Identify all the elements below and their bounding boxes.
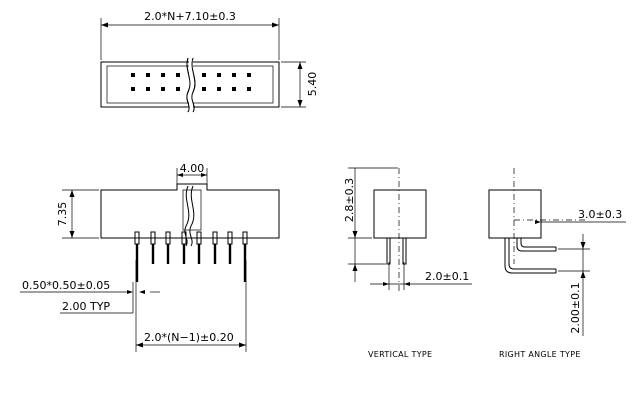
- vertical-pin-left: [386, 237, 391, 265]
- top-pin: [161, 87, 165, 91]
- front-body-outline: [100, 183, 280, 239]
- top-view: 2.0*N+7.10±0.3 5.40: [100, 10, 319, 113]
- vertical-pin-right: [402, 237, 407, 265]
- right-angle-pin-inner: [516, 238, 556, 252]
- front-pin-row: [134, 231, 248, 282]
- front-pin: [197, 244, 201, 264]
- top-pin: [131, 73, 135, 77]
- top-pin: [217, 73, 221, 77]
- top-pin: [146, 73, 150, 77]
- side-height-label: 7.35: [56, 202, 69, 227]
- front-pin: [166, 244, 170, 264]
- top-pin: [131, 87, 135, 91]
- front-pin: [182, 244, 186, 264]
- top-pin: [202, 87, 206, 91]
- overall-length-label: 2.0*N+7.10±0.3: [144, 10, 236, 23]
- key-width-label: 4.00: [180, 162, 205, 175]
- vertical-type-caption: VERTICAL TYPE: [368, 350, 432, 359]
- top-break-gap: [189, 58, 193, 112]
- vertical-tail-label: 2.8±0.3: [343, 178, 356, 222]
- right-angle-body-outline: [488, 189, 542, 239]
- front-pin: [213, 244, 217, 264]
- top-pin: [161, 73, 165, 77]
- front-pin: [151, 244, 155, 264]
- top-pin: [247, 73, 251, 77]
- top-pin: [176, 73, 180, 77]
- right-angle-tail-label: 2.00±0.1: [569, 282, 582, 333]
- top-pin: [232, 87, 236, 91]
- front-view: 4.00 7.35 0.50*0.50±0.05 2.00 TYP 2.0*(N…: [20, 162, 280, 352]
- vertical-type-view: 2.8±0.3 2.0±0.1 VERTICAL TYPE: [343, 167, 472, 359]
- front-break-line-left: [184, 185, 190, 247]
- front-pin: [228, 244, 232, 264]
- right-angle-pin-outer: [504, 238, 556, 274]
- pin-span-label: 2.0*(N−1)±0.20: [144, 331, 234, 344]
- top-pin: [247, 87, 251, 91]
- top-pin: [176, 87, 180, 91]
- right-angle-type-view: 3.0±0.3 2.00±0.1 RIGHT ANGLE TYPE: [488, 168, 626, 359]
- top-pin: [146, 87, 150, 91]
- right-angle-offset-label: 3.0±0.3: [578, 208, 622, 221]
- front-pin: [135, 244, 139, 282]
- front-break-line-right: [189, 185, 195, 247]
- right-angle-type-caption: RIGHT ANGLE TYPE: [499, 350, 581, 359]
- vertical-body-outline: [373, 189, 427, 239]
- body-height-label: 5.40: [306, 72, 319, 97]
- front-pin: [243, 244, 247, 282]
- top-pin-grid: [131, 73, 251, 91]
- pitch-typ-label: 2.00 TYP: [62, 300, 110, 313]
- top-pin: [232, 73, 236, 77]
- top-pin: [217, 87, 221, 91]
- pin-size-label: 0.50*0.50±0.05: [22, 279, 110, 292]
- vertical-pitch-label: 2.0±0.1: [425, 270, 469, 283]
- top-pin: [202, 73, 206, 77]
